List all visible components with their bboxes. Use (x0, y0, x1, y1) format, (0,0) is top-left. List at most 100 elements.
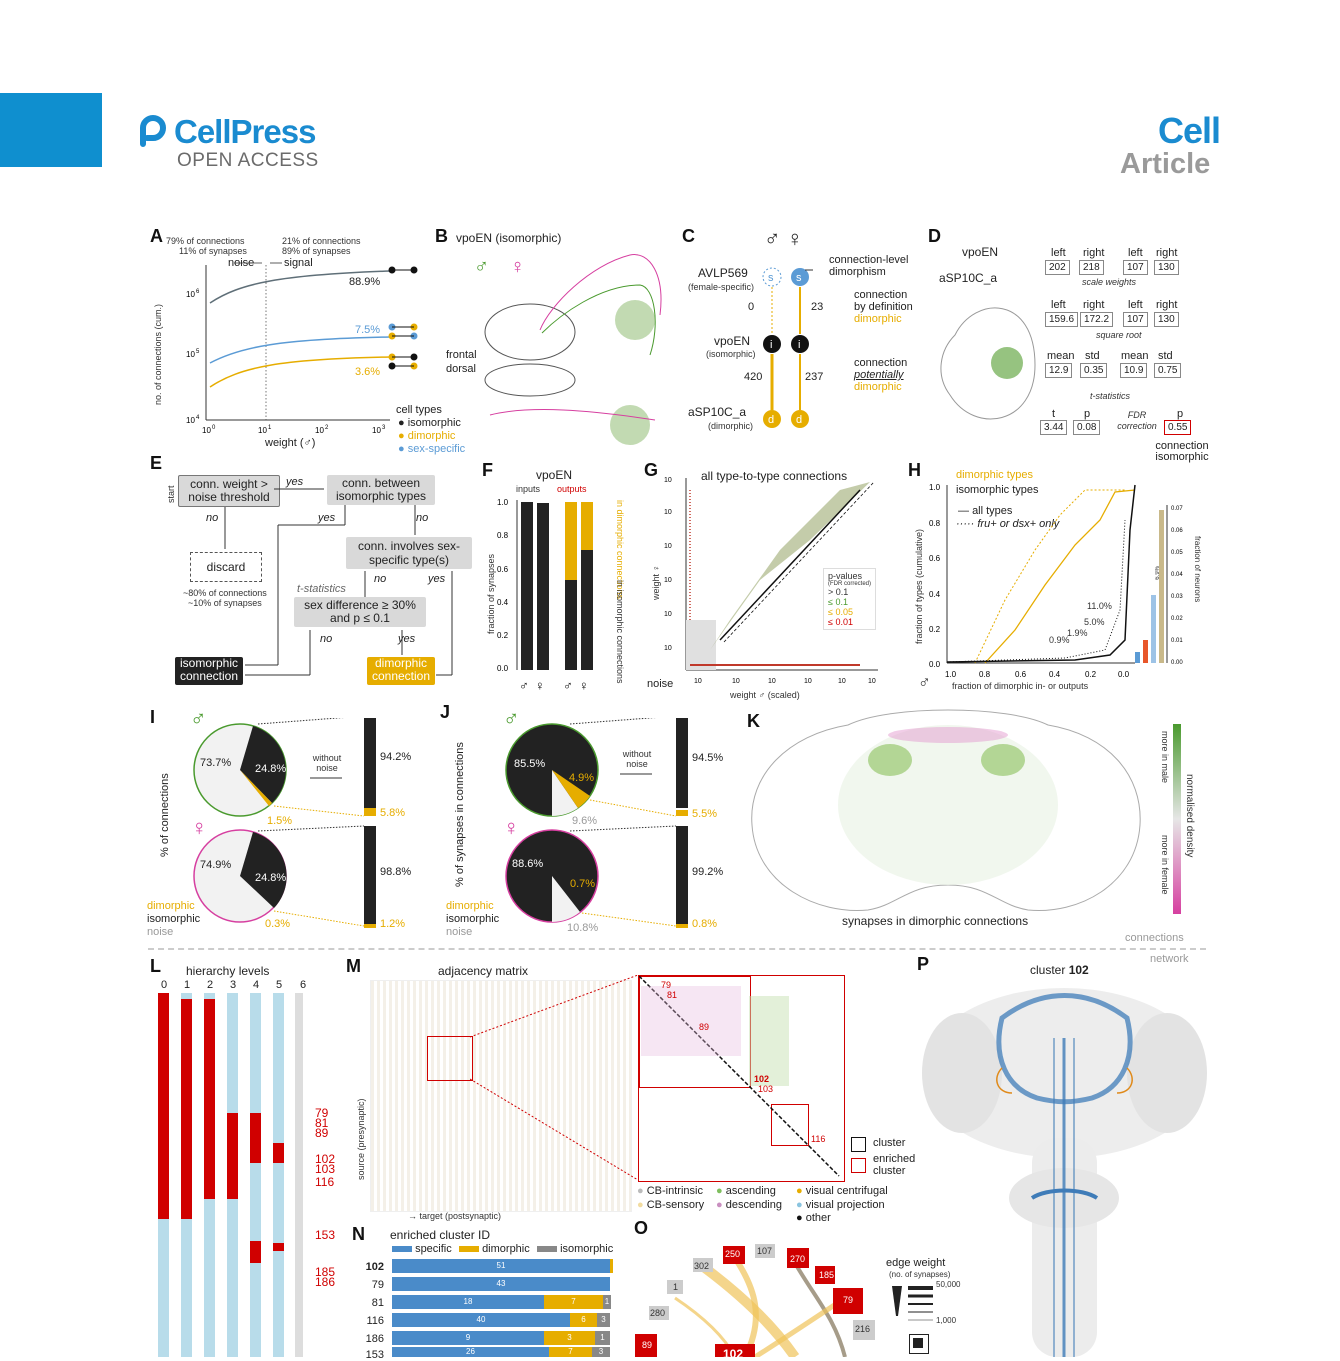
svg-text:i: i (770, 339, 772, 351)
m-title: adjacency matrix (438, 964, 529, 978)
j-leg-dim: dimorphic (446, 900, 494, 912)
k-norm: normalised density (1184, 774, 1195, 858)
e-yes3: yes (428, 573, 446, 585)
j-f-dim: 0.7% (570, 878, 596, 890)
panel-label-g: G (644, 460, 659, 480)
svg-text:3: 3 (382, 425, 386, 431)
l-title: hierarchy levels (186, 964, 270, 978)
e-box-sexdiff: sex difference ≥ 30%and p ≤ 0.1 (294, 597, 426, 627)
svg-text:0.0: 0.0 (929, 660, 941, 669)
brand-name: CellPress (174, 113, 316, 150)
svg-text:0.8: 0.8 (497, 531, 509, 540)
svg-text:0.0: 0.0 (1118, 670, 1130, 679)
i-f-dim: 24.8% (255, 872, 287, 884)
e-yes1: yes (286, 476, 304, 488)
p-title: cluster 102 (1030, 963, 1089, 977)
i-without: without noise (312, 753, 342, 773)
panel-label-c: C (682, 226, 695, 246)
d-scale: scale weights (1082, 277, 1137, 287)
k-more-male: more in male (1160, 731, 1170, 784)
i-leg-noise: noise (147, 926, 174, 938)
i-m-iso: 73.7% (200, 757, 232, 769)
svg-text:0.2: 0.2 (497, 631, 509, 640)
svg-text:10: 10 (664, 645, 672, 652)
svg-text:0.4: 0.4 (1049, 670, 1061, 679)
a-legend-iso: ● isomorphic (398, 417, 461, 429)
j-m-noise: 9.6% (572, 815, 598, 827)
m-leg-cbint: ● CB-intrinsic (637, 1185, 703, 1197)
d-asp: aSP10C_a (939, 271, 998, 285)
o-edge-legend (892, 1286, 933, 1321)
o-node-102: 102 (723, 1347, 744, 1361)
i-leg-dim: dimorphic (147, 900, 195, 912)
svg-text:♂: ♂ (474, 256, 489, 278)
b-frontal: frontal (446, 349, 477, 361)
h-fru: ····· fru+ or dsx+ only (956, 518, 1060, 530)
m-cluster-icon (851, 1137, 866, 1152)
panel-label-d: D (928, 226, 941, 246)
n-leg-isomorphic: isomorphic (537, 1243, 613, 1255)
j-f-wiso: 99.2% (692, 866, 724, 878)
svg-text:0: 0 (212, 425, 216, 431)
a-pct-sex: 7.5% (355, 324, 381, 336)
svg-text:0.05: 0.05 (1171, 550, 1183, 556)
o-node-89: 89 (642, 1340, 653, 1350)
d-iso-conn: connection isomorphic (1155, 440, 1209, 463)
e-box-sexspecific: conn. involves sex-specific type(s) (346, 537, 472, 569)
c-avlp-sub: (female-specific) (688, 282, 755, 292)
svg-text:0.6: 0.6 (929, 554, 941, 563)
svg-text:10: 10 (258, 426, 267, 435)
panel-label-l: L (150, 956, 161, 976)
svg-text:2: 2 (325, 425, 329, 431)
b-neuron-render: ♂ ♀ (474, 254, 662, 445)
j-m-wiso: 94.5% (692, 752, 724, 764)
g-pvalue-legend: p-values (FDR corrected) > 0.1 ≤ 0.1 ≤ 0… (823, 568, 877, 630)
panel-label-e: E (150, 453, 163, 473)
m-leg-desc: ● descending (716, 1199, 782, 1211)
c-n237: 237 (805, 371, 824, 383)
svg-text:0.2: 0.2 (929, 625, 941, 634)
m-cluster-label: cluster (873, 1137, 906, 1149)
e-box-threshold: conn. weight > noise threshold (178, 475, 280, 507)
c-n420: 420 (744, 371, 763, 383)
f-in-dim: in dimorphic connections (615, 500, 625, 600)
svg-text:10: 10 (372, 426, 381, 435)
d-table-row2: left right left right 159.6 172.2 107 13… (1043, 299, 1193, 327)
n-title: enriched cluster ID (390, 1228, 491, 1242)
cellpress-logo-icon (140, 115, 166, 147)
c-sex-symbols: ♂ ♀ (764, 226, 804, 251)
e-no2: no (416, 512, 429, 524)
c-pot1: connection (854, 357, 908, 369)
svg-text:0.8: 0.8 (979, 670, 991, 679)
svg-text:10: 10 (694, 678, 702, 685)
i-leg-iso: isomorphic (147, 913, 201, 925)
h-p2: 5.0% (1084, 617, 1105, 627)
i-f-iso: 74.9% (200, 859, 232, 871)
n-leg-dimorphic: dimorphic (459, 1243, 530, 1255)
svg-text:10: 10 (186, 416, 195, 425)
svg-text:i: i (798, 339, 800, 351)
f-inputs: inputs (516, 484, 541, 494)
m-leg-cbsens: ● CB-sensory (637, 1199, 705, 1211)
svg-text:1.0: 1.0 (497, 498, 509, 507)
j-m-wdim: 5.5% (692, 808, 718, 820)
c-asp-sub: (dimorphic) (708, 421, 754, 431)
m-zoom-lines (470, 975, 639, 1181)
g-xlabel: weight ♂ (scaled) (730, 690, 800, 700)
svg-text:0.6: 0.6 (497, 565, 509, 574)
f-title: vpoEN (536, 468, 573, 482)
m-leg-other: ● other (796, 1212, 831, 1224)
j-f-iso: 88.6% (512, 858, 544, 870)
e-discard-note2: ~10% of synapses (188, 598, 262, 608)
a-right-note1: 21% of connections (282, 236, 361, 246)
panel-label-p: P (917, 954, 930, 974)
svg-text:0.03: 0.03 (1171, 594, 1183, 600)
svg-text:5: 5 (196, 349, 200, 355)
m-leg-asc: ● ascending (716, 1185, 776, 1197)
n-bar-153: 26 (392, 1347, 549, 1357)
panel-label-o: O (634, 1218, 649, 1238)
b-title: vpoEN (isomorphic) (456, 231, 562, 245)
c-conn-dimorph: connection-level dimorphism (829, 254, 909, 278)
